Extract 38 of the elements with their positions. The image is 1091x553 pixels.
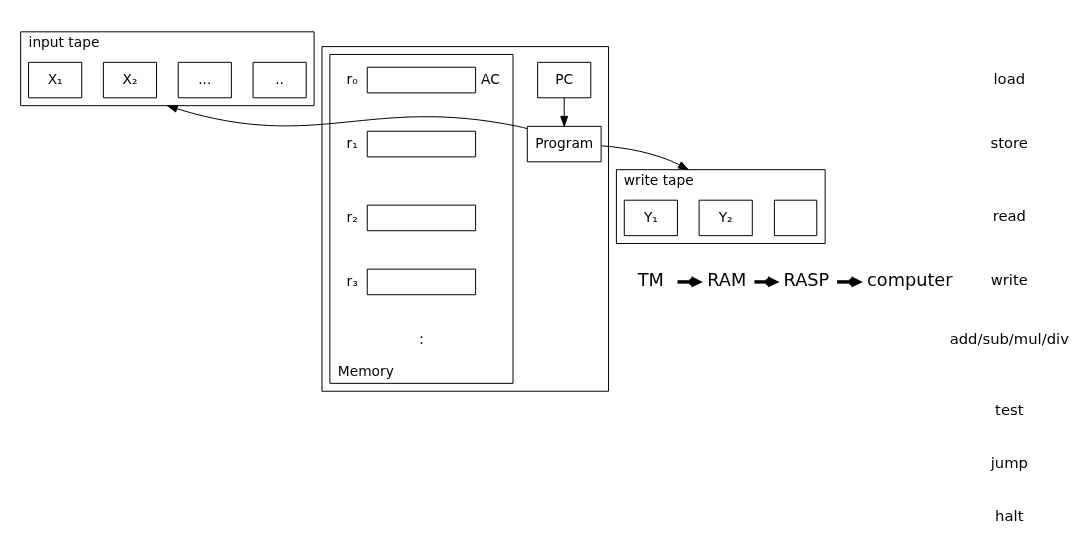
node-box: X₁ (28, 61, 83, 98)
node-label: r₂ (346, 208, 358, 225)
node-box: X₂ (102, 61, 158, 98)
node-label: r₀ (346, 70, 358, 87)
label: test (995, 400, 1024, 418)
label: read (992, 206, 1026, 224)
node-box (366, 130, 477, 157)
node-box (366, 66, 477, 93)
label: halt (995, 506, 1024, 524)
label: load (993, 69, 1026, 87)
node-label: AC (481, 70, 500, 87)
node-box: Y₁ (623, 199, 678, 236)
arrow (560, 97, 569, 127)
node-label: r₁ (346, 134, 358, 151)
node-box: Y₂ (698, 199, 753, 236)
node-box (773, 199, 818, 236)
arrow (754, 275, 778, 288)
arrow (600, 144, 689, 170)
node-text: RAM (707, 269, 747, 290)
node-text: RASP (783, 269, 830, 290)
label: write (990, 270, 1028, 288)
label: store (990, 133, 1028, 151)
arrow (166, 104, 528, 129)
node-box: ... (177, 61, 232, 98)
node-box: .. (252, 61, 307, 98)
label: : (418, 329, 424, 347)
node-text: computer (867, 269, 953, 290)
arrow (837, 275, 861, 288)
cluster (321, 45, 609, 392)
node-box: PC (537, 61, 592, 98)
node-box (366, 268, 477, 295)
node-box (366, 204, 477, 231)
arrow (677, 275, 701, 288)
node-text: TM (637, 269, 664, 290)
node-label: r₃ (346, 272, 358, 289)
label: add/sub/mul/div (949, 329, 1069, 347)
label: jump (990, 453, 1028, 471)
node-box: Program (526, 125, 602, 162)
